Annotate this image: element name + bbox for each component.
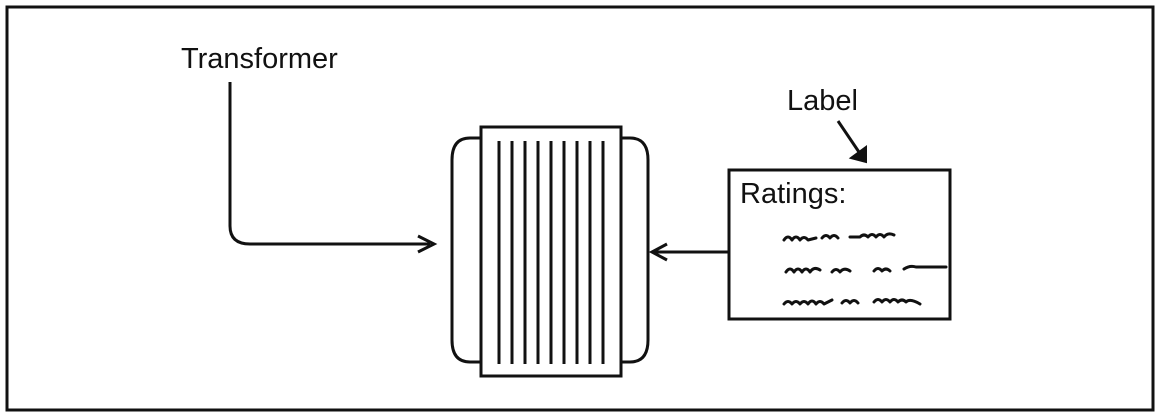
label-leader-arrowhead [848, 145, 867, 164]
transformer-core-left-side [450, 136, 481, 364]
rating-label-plate [727, 168, 952, 321]
ratings-heading: Ratings: [740, 178, 846, 210]
transformer-caption: Transformer [181, 43, 338, 75]
scribble-line [782, 298, 922, 306]
transformer-arrowhead [417, 234, 438, 254]
label-caption: Label [787, 85, 858, 117]
figure-frame [5, 5, 1155, 412]
handwritten-scribbles [782, 232, 948, 306]
transformer-leader-line [228, 82, 430, 246]
transformer-core-right-side [621, 136, 650, 364]
transformer-winding-lines [497, 141, 605, 364]
label-arrowhead [648, 242, 668, 262]
scribble-line [782, 232, 896, 242]
scribble-line [784, 264, 948, 274]
